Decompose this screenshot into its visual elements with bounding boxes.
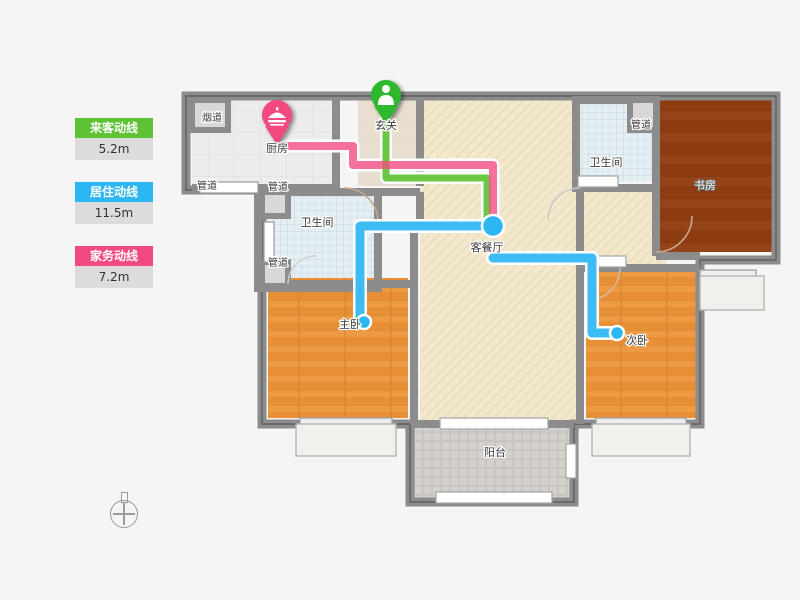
- shaft-pipe-mid: [259, 189, 291, 219]
- entry-pin-tip: [374, 106, 398, 124]
- housework-route[interactable]: [281, 142, 497, 229]
- entry-pin-body: [370, 80, 401, 110]
- second-endpoint-dot[interactable]: [608, 324, 626, 342]
- shaft-flue: [189, 97, 231, 133]
- route-pins[interactable]: [261, 80, 401, 145]
- window-study-outer: [699, 275, 765, 311]
- circulation-legend: 来客动线 5.2m 居住动线 11.5m 家务动线 7.2m: [75, 118, 155, 310]
- room-label-bath-main: 卫生间: [301, 215, 334, 229]
- entry-pin[interactable]: [370, 80, 401, 124]
- room-label-study: 书房: [694, 179, 716, 192]
- legend-label-housework: 家务动线: [75, 246, 153, 266]
- room-label-living: 客餐厅: [471, 240, 504, 254]
- room-labels: 烟道 厨房 管道 管道 卫生间 管道 玄关 客餐厅 主卧 次卧 卫生间 管道 书…: [196, 110, 717, 461]
- legend-item-housework[interactable]: 家务动线 7.2m: [75, 246, 155, 288]
- legend-label-visitor: 来客动线: [75, 118, 153, 138]
- shaft-pipe-low: [259, 259, 291, 289]
- room-label-pipe-mid: 管道: [268, 180, 288, 193]
- kitchen-pin-tip: [265, 126, 289, 145]
- room-label-kitchen: 厨房: [266, 142, 288, 155]
- legend-label-resident: 居住动线: [75, 182, 153, 202]
- shaft-pipe-right: [627, 97, 659, 133]
- window-balcony-outer: [435, 491, 553, 504]
- room-label-second-bed: 次卧: [626, 333, 648, 347]
- study-floor: [660, 100, 772, 252]
- window-main-bath: [263, 221, 275, 263]
- compass-ring: [110, 500, 138, 528]
- resident-route-b[interactable]: [488, 253, 622, 338]
- room-label-pipe-right: 管道: [631, 118, 651, 131]
- master-bedroom-floor: [268, 278, 408, 418]
- room-label-master-bed: 主卧: [339, 318, 361, 331]
- living-endpoint-dot[interactable]: [480, 213, 506, 239]
- legend-value-housework: 7.2m: [75, 266, 153, 288]
- window-living-balcony: [439, 417, 549, 430]
- legend-item-resident[interactable]: 居住动线 11.5m: [75, 182, 155, 224]
- door-swing-main-bath: [287, 255, 317, 285]
- visitor-route[interactable]: [382, 104, 491, 229]
- room-label-pipe-low: 管道: [268, 256, 288, 269]
- window-second-bed-outer: [591, 423, 691, 457]
- legend-value-resident: 11.5m: [75, 202, 153, 224]
- door-swing-kitchen: [343, 187, 379, 223]
- north-compass-icon: [108, 492, 142, 532]
- cooking-pot-icon: [268, 107, 286, 126]
- person-icon: [378, 85, 394, 105]
- door-swing-study: [655, 215, 693, 253]
- window-master-outer: [295, 423, 397, 457]
- resident-route-a[interactable]: [355, 221, 498, 327]
- master-endpoint-dot[interactable]: [355, 313, 373, 331]
- window-balcony-side: [565, 443, 577, 479]
- room-label-flue: 烟道: [202, 111, 222, 124]
- window-right-bath: [577, 175, 619, 188]
- balcony-floor: [414, 424, 574, 498]
- room-label-balcony: 阳台: [484, 445, 506, 459]
- window-kitchen: [199, 181, 259, 194]
- openings: [199, 175, 765, 504]
- door-swing-right-bath: [547, 187, 581, 221]
- kitchen-pin[interactable]: [261, 100, 292, 145]
- circulation-routes[interactable]: [278, 102, 626, 342]
- compass-horizontal-line: [113, 513, 135, 515]
- room-label-bath-right: 卫生间: [590, 155, 623, 169]
- room-label-entry: 玄关: [375, 118, 397, 132]
- room-label-pipe-left: 管道: [197, 179, 217, 192]
- legend-value-visitor: 5.2m: [75, 138, 153, 160]
- legend-item-visitor[interactable]: 来客动线 5.2m: [75, 118, 155, 160]
